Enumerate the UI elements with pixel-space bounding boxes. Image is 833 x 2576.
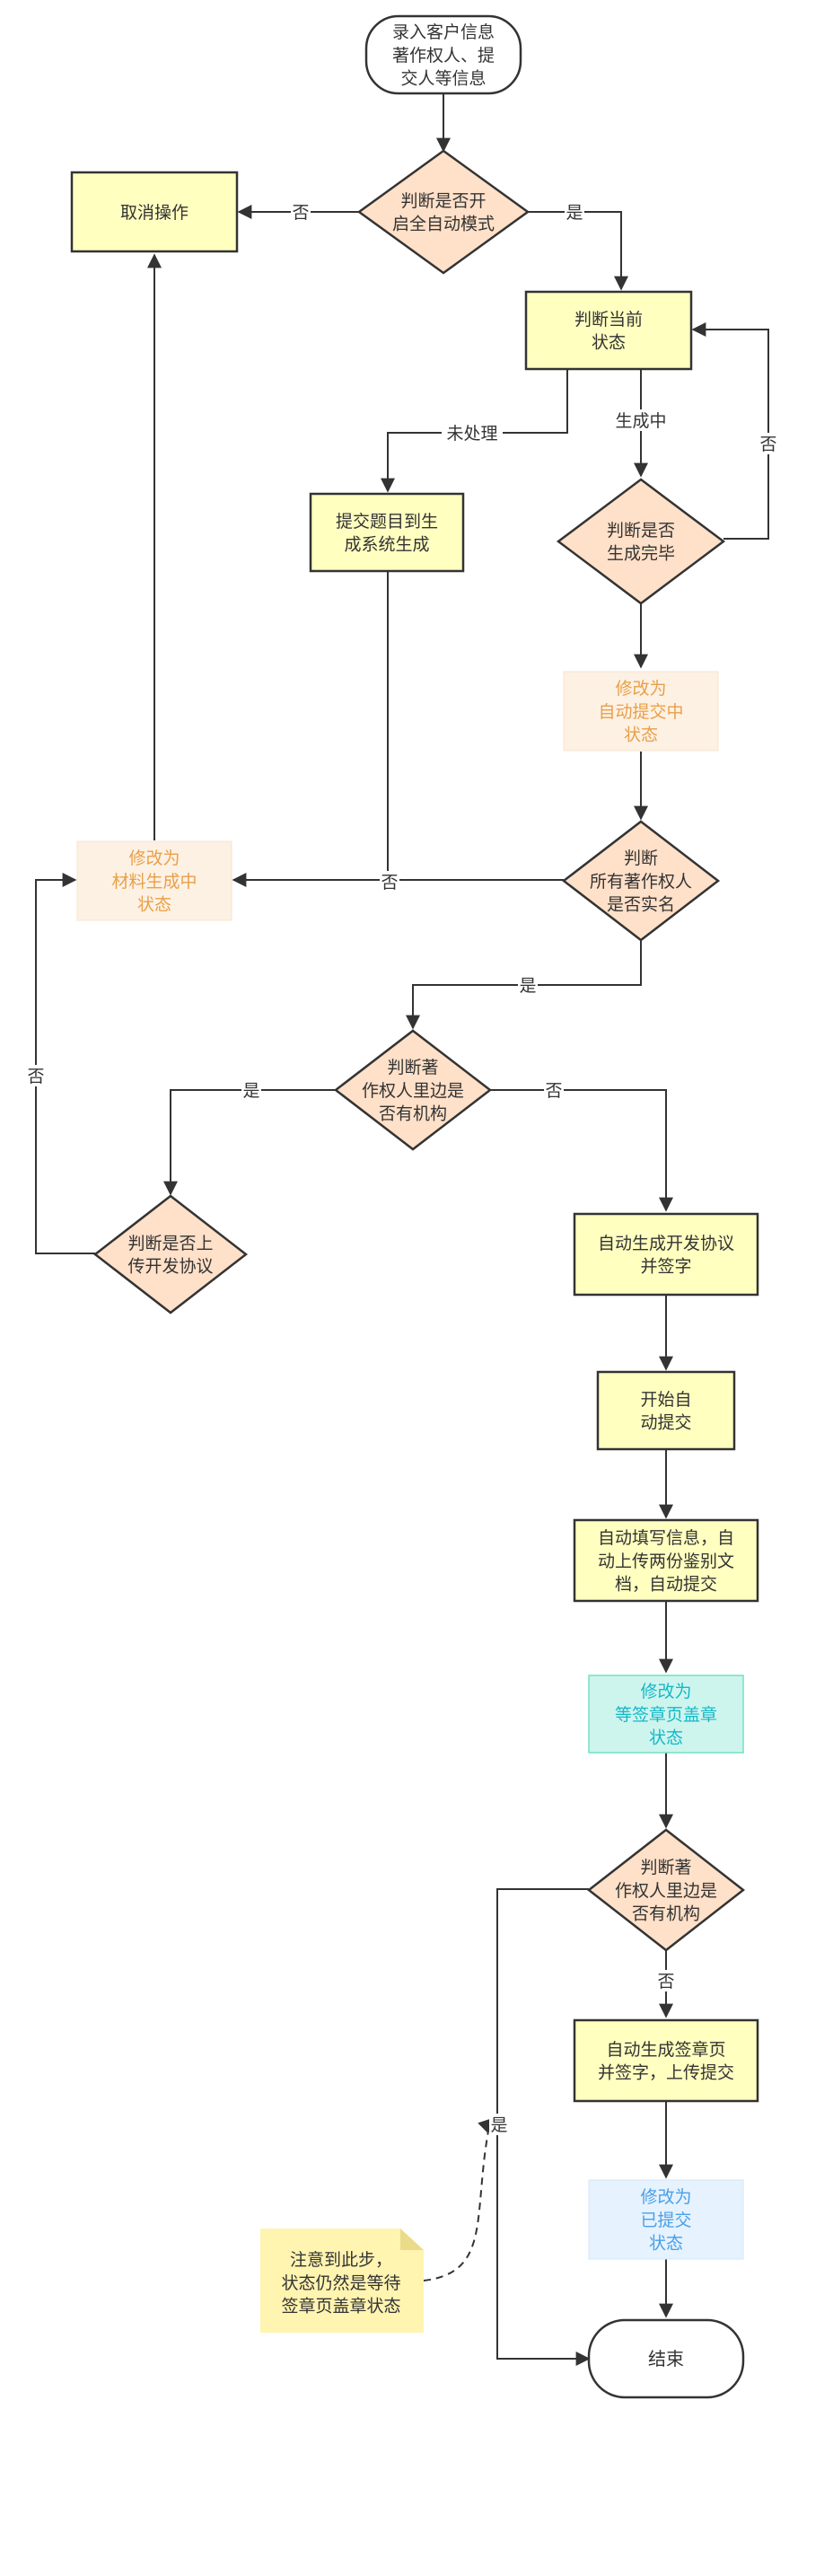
node-label-line: 结束 xyxy=(648,2348,684,2369)
node-label-line: 录入客户信息 xyxy=(392,22,495,42)
node-label-line: 判断是否上 xyxy=(127,1234,213,1253)
node-label-line: 状态 xyxy=(137,894,171,914)
node-label-line: 自动生成开发协议 xyxy=(598,1234,734,1253)
node-label-line: 取消操作 xyxy=(120,203,189,223)
node-label-line: 状态 xyxy=(649,2233,683,2253)
edge-org2-yes xyxy=(496,1888,591,2366)
edge-label-no-named: 否 xyxy=(380,871,399,892)
node-label-line: 作权人里边是 xyxy=(362,1081,464,1101)
svg-text:是: 是 xyxy=(490,2115,507,2135)
node-label-line: 并签字，上传提交 xyxy=(598,2063,734,2083)
edge-label-yes-org2: 是 xyxy=(489,2114,509,2135)
node-label-line: 是否实名 xyxy=(607,894,675,914)
edge-label-no-cancel: 否 xyxy=(291,201,311,223)
node-label-line: 修改为 xyxy=(640,2187,691,2207)
svg-text:否: 否 xyxy=(545,1081,562,1101)
svg-text:是: 是 xyxy=(566,203,583,223)
node-label-line: 判断当前 xyxy=(574,310,643,330)
edge-label-yes-org1: 是 xyxy=(241,1079,261,1101)
node-label-line: 判断著 xyxy=(387,1058,438,1077)
edge-label-no-loop: 否 xyxy=(758,433,778,454)
node-label-line: 档，自动提交 xyxy=(615,1574,717,1594)
node-label-line: 开始自 xyxy=(640,1390,691,1410)
node-label-line: 等签章页盖章 xyxy=(615,1705,717,1725)
node-end: 结束 xyxy=(587,2318,745,2399)
edge-gen-not-done-loop xyxy=(691,322,769,540)
node-label-line: 自动生成签章页 xyxy=(606,2040,725,2060)
node-label-line: 动上传两份鉴别文 xyxy=(598,1552,734,1571)
node-label-line: 交人等信息 xyxy=(400,68,486,88)
node-label-line: 判断著 xyxy=(640,1858,691,1877)
node-label-line: 修改为 xyxy=(615,679,666,699)
edge-label-yes-named: 是 xyxy=(518,974,538,996)
node-cancel: 取消操作 xyxy=(70,171,239,253)
svg-text:生成中: 生成中 xyxy=(615,411,666,431)
node-label-line: 生成完毕 xyxy=(607,544,675,564)
node-label-line: 判断是否开 xyxy=(400,191,486,211)
node-label-line: 所有著作权人 xyxy=(590,872,692,892)
edge-label-yes-auto: 是 xyxy=(565,201,584,223)
node-label-line: 状态 xyxy=(592,333,626,353)
svg-text:否: 否 xyxy=(292,203,309,223)
edge-label-no-org1: 否 xyxy=(544,1079,564,1101)
node-label-line: 提交题目到生 xyxy=(336,512,438,532)
node-label-line: 否有机构 xyxy=(379,1103,447,1123)
node-label-line: 判断 xyxy=(624,848,658,868)
edge-org1-no xyxy=(490,1089,673,1212)
node-label-line: 状态仍然是等待 xyxy=(281,2273,400,2293)
node-label-line: 签章页盖章状态 xyxy=(281,2296,400,2316)
edge-auto-mode-yes xyxy=(528,211,628,291)
node-label-line: 材料生成中 xyxy=(111,872,197,892)
edge-note-dashed xyxy=(423,2117,494,2281)
node-label-line: 已提交 xyxy=(640,2211,691,2230)
node-label-line: 判断是否 xyxy=(607,521,675,541)
node-label-line: 自动填写信息，自 xyxy=(598,1528,734,1548)
svg-text:否: 否 xyxy=(27,1067,44,1086)
svg-text:否: 否 xyxy=(759,435,776,454)
svg-text:是: 是 xyxy=(519,976,536,996)
node-label-line: 启全自动模式 xyxy=(392,215,495,234)
node-label-line: 修改为 xyxy=(128,848,180,868)
node-label-line: 传开发协议 xyxy=(127,1257,213,1277)
node-label-line: 著作权人、提 xyxy=(392,46,495,66)
node-label-line: 否有机构 xyxy=(632,1903,700,1923)
node-label-line: 作权人里边是 xyxy=(615,1881,717,1901)
node-label-line: 自动提交中 xyxy=(598,702,683,722)
edge-label-generating: 生成中 xyxy=(610,409,671,431)
node-label-line: 成系统生成 xyxy=(344,535,429,555)
node-label-line: 并签字 xyxy=(640,1257,691,1277)
edge-label-no-org2: 否 xyxy=(656,1970,676,1991)
node-label-line: 注意到此步， xyxy=(290,2250,392,2270)
node-label-line: 状态 xyxy=(624,725,658,744)
node-label-line: 动提交 xyxy=(640,1413,691,1433)
node-label-line: 状态 xyxy=(649,1728,683,1747)
edge-label-not-processed: 未处理 xyxy=(442,422,503,444)
node-label-line: 修改为 xyxy=(640,1682,691,1701)
svg-text:是: 是 xyxy=(242,1081,259,1101)
svg-text:否: 否 xyxy=(657,1972,674,1991)
edge-label-no-upload: 否 xyxy=(26,1065,46,1086)
svg-text:未处理: 未处理 xyxy=(446,424,497,444)
svg-text:否: 否 xyxy=(381,873,398,892)
edge-org1-yes xyxy=(163,1089,336,1196)
